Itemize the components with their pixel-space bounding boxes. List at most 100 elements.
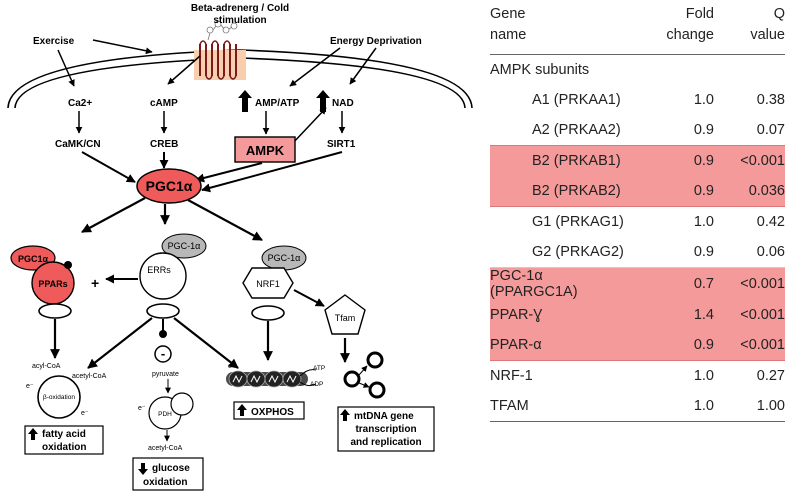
- gene-name-cell: B2 (PRKAB1): [490, 145, 634, 176]
- camp-label: cAMP: [150, 98, 178, 109]
- electron-label: e⁻: [138, 405, 146, 412]
- pdh-label: PDH: [158, 411, 172, 418]
- table-row: B2 (PRKAB1)0.9<0.001: [490, 145, 785, 176]
- glucose-oxidation-box: glucose oxidation: [132, 457, 204, 491]
- energy-deprivation-label: Energy Deprivation: [330, 36, 422, 47]
- q-value-cell: 0.07: [756, 122, 785, 138]
- gene-name-cell: B2 (PRKAB2): [490, 176, 634, 207]
- up-arrow-icon: [316, 90, 330, 112]
- sirt1-label: SIRT1: [327, 139, 356, 150]
- mtdna-circle-icon: [368, 381, 386, 399]
- pgc1a-coactivator-label: PGC1α: [18, 254, 49, 264]
- errs-label: ERRs: [147, 265, 171, 275]
- pgc1a-pathway-diagram: Beta-adrenerg / Cold stimulation Exercis…: [7, 3, 473, 491]
- pgc1a-errs-label: PGC-1α: [168, 241, 201, 251]
- beta-oxidation-cycle: [37, 375, 81, 419]
- electron-label: e⁻: [81, 410, 89, 417]
- gene-expression-table: Gene name Fold change Q value AMPK subun…: [490, 0, 785, 422]
- q-value-cell: 0.38: [756, 92, 785, 108]
- gene-name-cell: A1 (PRKAA1): [532, 92, 621, 108]
- tfam-node: [324, 294, 366, 335]
- up-arrow-icon: [340, 409, 350, 421]
- table-row: AMPK subunits: [490, 55, 785, 86]
- table-row: A1 (PRKAA1) 1.0 0.38: [490, 85, 785, 115]
- fold-change-cell: 0.9: [634, 330, 714, 361]
- table-row: PGC-1α (PPARGC1A)0.7<0.001: [490, 267, 785, 300]
- up-arrow-icon: [237, 404, 247, 416]
- mtdna-label-2: transcription: [355, 424, 416, 435]
- fatty-acid-oxidation-box: fatty acid oxidation: [24, 425, 104, 455]
- exercise-label: Exercise: [33, 36, 75, 47]
- gene-header-line2: name: [490, 27, 527, 43]
- adrenergic-receptor-icon: [194, 20, 246, 80]
- fold-change-cell: 1.0: [634, 391, 714, 422]
- oxphos-box: OXPHOS: [233, 401, 305, 420]
- ppars-label: PPARs: [38, 279, 67, 289]
- fatty-acid-label: fatty acid: [42, 429, 86, 440]
- table-row: A2 (PRKAA2) 0.9 0.07: [490, 115, 785, 146]
- fold-change-cell: 0.9: [634, 145, 714, 176]
- gene-header-line1: Gene: [490, 6, 526, 22]
- acetyl-coa-label-1: acetyl-CoA: [72, 373, 107, 380]
- tfam-label: Tfam: [335, 313, 356, 323]
- fold-change-cell: 1.4: [634, 300, 714, 330]
- gene-name-cell: PPAR-α: [490, 330, 634, 361]
- gene-name-cell: AMPK subunits: [490, 62, 590, 78]
- camk-label: CaMK/CN: [55, 139, 101, 150]
- beta-adrenergic-label-2: stimulation: [213, 15, 266, 26]
- q-value-cell: <0.001: [714, 300, 785, 330]
- fold-header-line1: Fold: [685, 6, 714, 22]
- gene-name-cell: TFAM: [490, 391, 634, 422]
- gene-name-cell: PGC-1α (PPARGC1A): [490, 267, 634, 300]
- fold-change-cell: 0.9: [634, 237, 714, 268]
- fold-change-cell: 1.0: [693, 214, 714, 230]
- pgc1a-errs-node: [161, 233, 207, 259]
- mtdna-circle-icon: [366, 351, 384, 369]
- gene-expression-table-panel: Gene name Fold change Q value AMPK subun…: [490, 0, 785, 492]
- mtdna-box: mtDNA gene transcription and replication: [337, 406, 435, 452]
- ppars-knob: [64, 261, 72, 269]
- up-arrow-icon: [28, 428, 38, 440]
- oxphos-label: OXPHOS: [251, 407, 294, 418]
- errs-node: [139, 252, 187, 300]
- ampk-box: [234, 136, 296, 163]
- fold-change-header: Fold change: [634, 0, 714, 55]
- atp-label: ATP: [313, 365, 325, 372]
- creb-label: CREB: [150, 139, 178, 150]
- pyruvate-label: pyruvate: [152, 371, 179, 378]
- dna-binding-ellipse: [146, 303, 180, 319]
- fold-change-cell: 0.9: [634, 176, 714, 207]
- q-value-cell: [714, 55, 785, 86]
- acyl-coa-label-1: acyl-CoA: [32, 363, 61, 370]
- fold-change-cell: 1.0: [693, 92, 714, 108]
- glucose-label: glucose: [152, 463, 190, 474]
- gene-name-cell: A2 (PRKAA2): [532, 122, 621, 138]
- q-value-cell: 0.42: [756, 214, 785, 230]
- q-value-header: Q value: [714, 0, 785, 55]
- mtdna-circle-icon: [343, 370, 361, 388]
- fold-change-cell: 0.9: [693, 122, 714, 138]
- up-arrow-icon: [238, 90, 252, 112]
- fatty-acid-label-2: oxidation: [42, 442, 86, 453]
- minus-sign: -: [161, 346, 165, 361]
- q-header-line1: Q: [773, 6, 785, 22]
- fold-change-cell: 0.7: [634, 267, 714, 300]
- gene-name-cell: PPAR-Ɣ: [490, 300, 634, 330]
- nad-label: NAD: [332, 98, 354, 109]
- fold-header-line2: change: [666, 27, 714, 43]
- electron-label: e⁻: [228, 363, 236, 370]
- table-header-row: Gene name Fold change Q value: [490, 0, 785, 55]
- gene-name-header: Gene name: [490, 0, 634, 55]
- q-value-cell: 0.06: [714, 237, 785, 268]
- mtdna-label-3: and replication: [350, 437, 421, 448]
- pgc1a-nrf1-label: PGC-1α: [268, 253, 301, 263]
- amp-atp-label: AMP/ATP: [255, 98, 300, 109]
- fold-change-cell: [634, 55, 714, 86]
- q-value-cell: <0.001: [714, 330, 785, 361]
